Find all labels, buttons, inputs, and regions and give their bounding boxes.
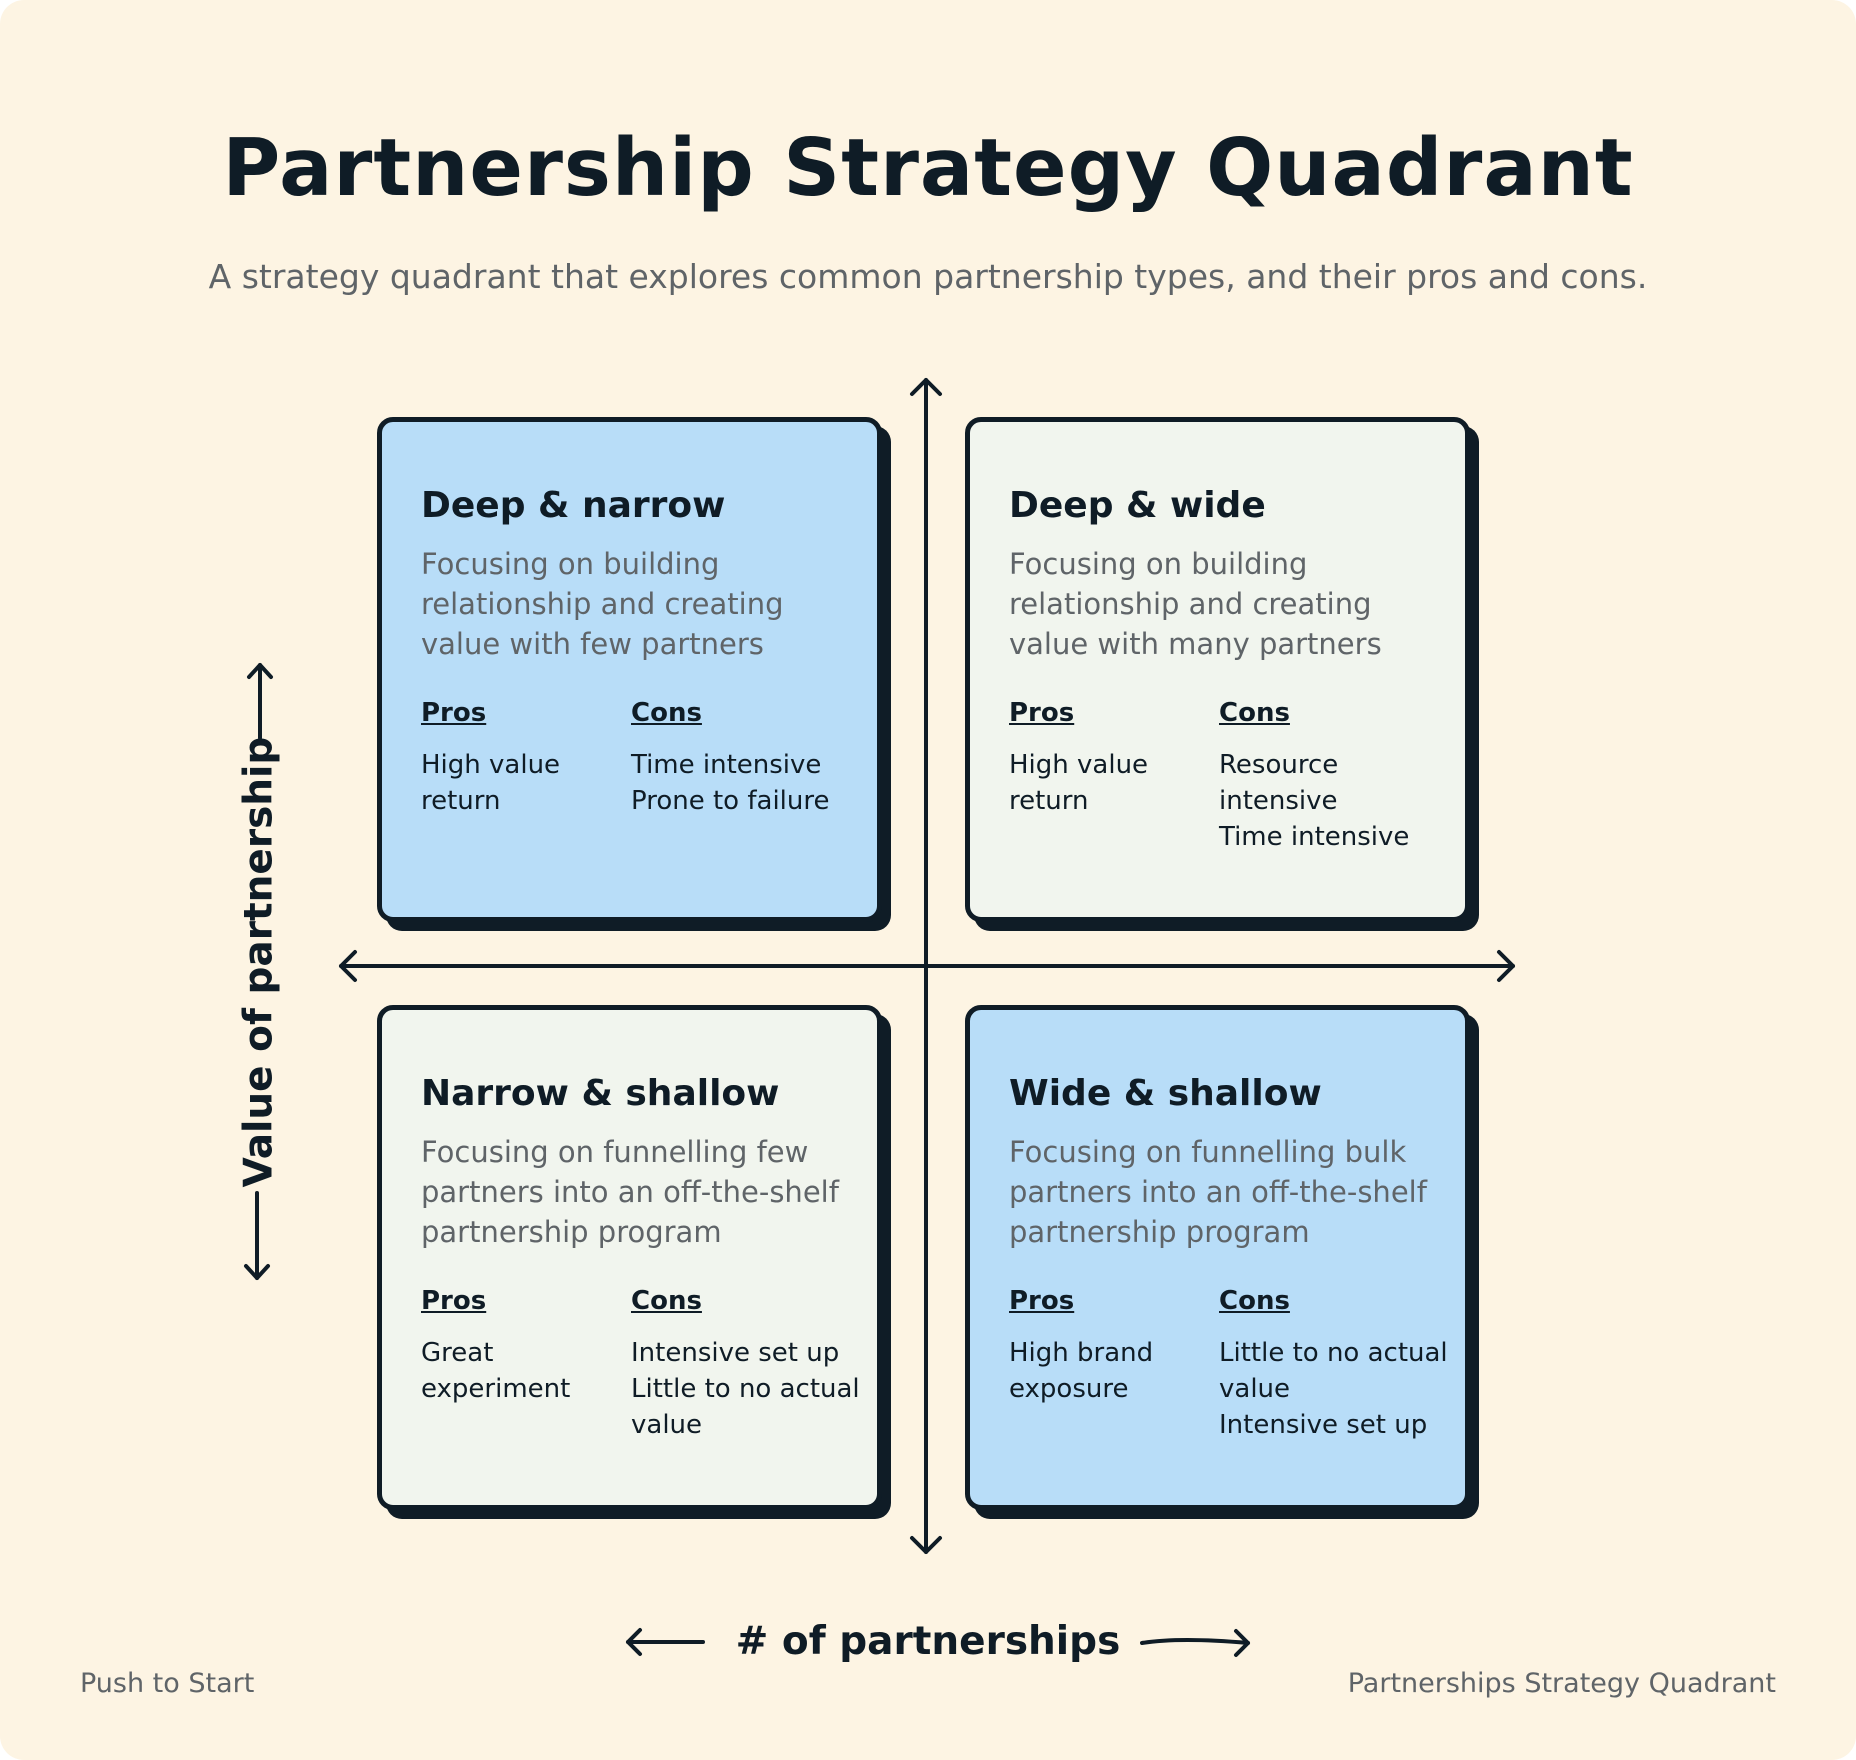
- pros-column: Pros High value return: [1009, 697, 1199, 819]
- quadrant-card-wide-shallow: Wide & shallow Focusing on funnelling bu…: [965, 1005, 1470, 1510]
- cons-item: Little to no actual value: [1219, 1338, 1448, 1404]
- x-axis-label: # of partnerships: [735, 1619, 1121, 1664]
- pros-heading: Pros: [1009, 698, 1075, 728]
- y-axis-label: Value of partnership: [236, 736, 282, 1188]
- quadrant-title: Deep & narrow: [421, 485, 726, 526]
- cons-item: Little to no actual value: [631, 1374, 860, 1440]
- x-label-right-arrow: [1140, 1638, 1250, 1645]
- footer-brand: Push to Start: [80, 1668, 255, 1699]
- quadrant-card-deep-narrow: Deep & narrow Focusing on building relat…: [377, 417, 882, 922]
- pros-column: Pros High value return: [421, 697, 611, 819]
- quadrant-card-narrow-shallow: Narrow & shallow Focusing on funnelling …: [377, 1005, 882, 1510]
- horizontal-axis-left-arrowhead: [339, 950, 357, 982]
- cons-item: Time intensive: [631, 750, 822, 780]
- quadrant-description: Focusing on building relationship and cr…: [1009, 547, 1382, 661]
- vertical-axis-bottom-arrowhead: [910, 1536, 942, 1554]
- page-title: Partnership Strategy Quadrant: [222, 122, 1634, 214]
- pros-heading: Pros: [1009, 1286, 1075, 1316]
- pros-heading: Pros: [421, 698, 487, 728]
- cons-column: Cons Intensive set up Little to no actua…: [631, 1285, 861, 1443]
- pros-item: High brand exposure: [1009, 1338, 1154, 1404]
- quadrant-description: Focusing on funnelling few partners into…: [421, 1135, 839, 1249]
- quadrant-title: Deep & wide: [1009, 485, 1266, 526]
- cons-item: Time intensive: [1219, 822, 1410, 852]
- pros-item: High value return: [421, 750, 561, 816]
- vertical-axis-top-arrowhead: [910, 378, 942, 396]
- cons-item: Intensive set up: [631, 1338, 840, 1368]
- cons-item: Prone to failure: [631, 786, 830, 816]
- quadrant-card-deep-wide: Deep & wide Focusing on building relatio…: [965, 417, 1470, 922]
- pros-item: High value return: [1009, 750, 1149, 816]
- cons-heading: Cons: [631, 1286, 702, 1316]
- horizontal-axis-right-arrowhead: [1497, 950, 1515, 982]
- cons-item: Resource intensive: [1219, 750, 1339, 816]
- cons-column: Cons Resource intensive Time intensive: [1219, 697, 1449, 855]
- quadrant-title: Wide & shallow: [1009, 1073, 1322, 1114]
- pros-column: Pros Great experiment: [421, 1285, 611, 1407]
- quadrant-title: Narrow & shallow: [421, 1073, 780, 1114]
- pros-column: Pros High brand exposure: [1009, 1285, 1199, 1407]
- pros-heading: Pros: [421, 1286, 487, 1316]
- page-subtitle: A strategy quadrant that explores common…: [208, 257, 1648, 296]
- cons-heading: Cons: [1219, 1286, 1290, 1316]
- cons-heading: Cons: [1219, 698, 1290, 728]
- cons-column: Cons Time intensive Prone to failure: [631, 697, 861, 819]
- cons-heading: Cons: [631, 698, 702, 728]
- pros-item: Great experiment: [421, 1338, 571, 1404]
- footer-caption: Partnerships Strategy Quadrant: [1347, 1668, 1776, 1699]
- cons-item: Intensive set up: [1219, 1410, 1428, 1440]
- quadrant-description: Focusing on building relationship and cr…: [421, 547, 784, 661]
- quadrant-description: Focusing on funnelling bulk partners int…: [1009, 1135, 1427, 1249]
- cons-column: Cons Little to no actual value Intensive…: [1219, 1285, 1449, 1443]
